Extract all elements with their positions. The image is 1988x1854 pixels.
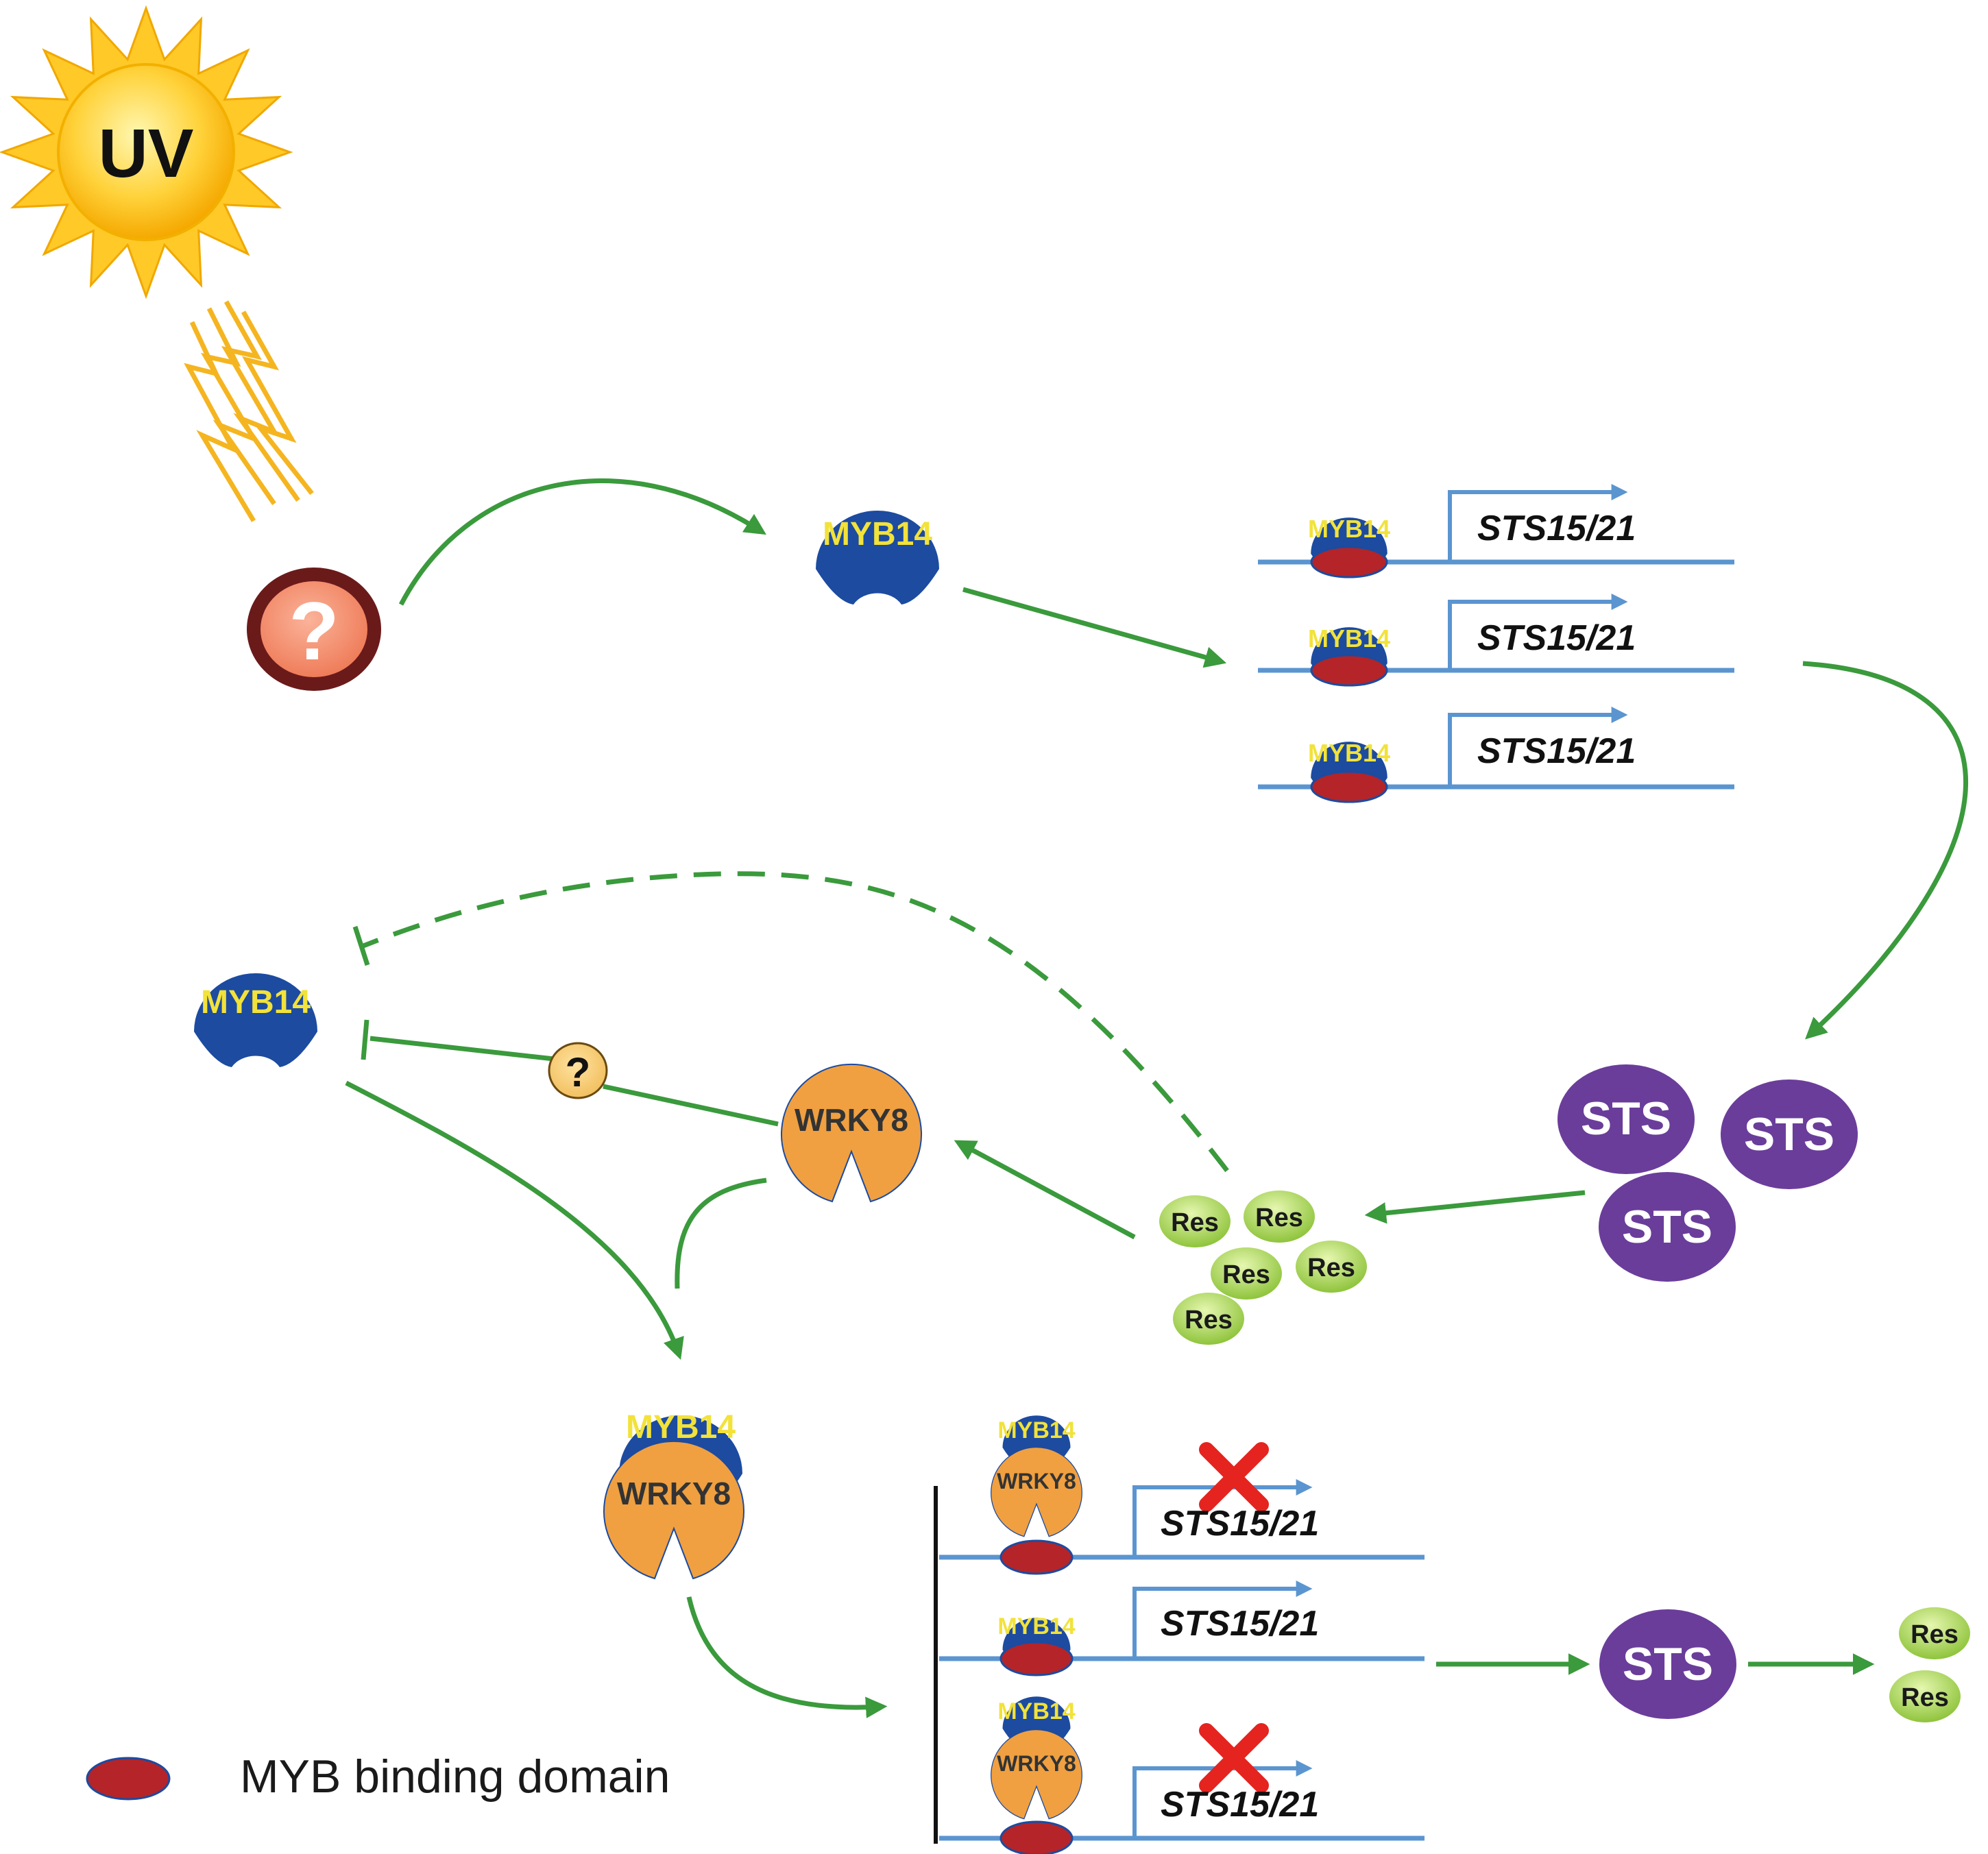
- inhibition-bar-middle: [361, 1019, 369, 1060]
- promoter-row-2-myb14: MYB14: [1308, 624, 1390, 652]
- arrow-res-to-wrky8: [954, 1140, 1136, 1240]
- promoter-row-1: [1258, 484, 1734, 578]
- arrow-myb14-to-promoters: [962, 587, 1227, 668]
- arrow-promoters-to-sts: [1802, 661, 1968, 1040]
- repressed-row-2-myb14: MYB14: [997, 1698, 1075, 1724]
- arrow-wrky8-to-complex: [675, 1178, 767, 1289]
- myb14-label: MYB14: [823, 516, 932, 552]
- repressed-row-1-myb14: MYB14: [997, 1417, 1075, 1443]
- complex-wrky8-label: WRKY8: [617, 1476, 731, 1511]
- sts-enzyme-bottom: [1599, 1609, 1736, 1719]
- legend-binding-domain-swatch: [86, 1757, 171, 1801]
- arrow-complex-to-promoters: [686, 1596, 888, 1718]
- resveratrol-bottom-2: [1889, 1670, 1961, 1722]
- arrow-unknown-to-myb14: [398, 478, 766, 606]
- resveratrol-molecule-4: [1296, 1241, 1367, 1293]
- resveratrol-5-label: Res: [1185, 1306, 1233, 1334]
- resveratrol-molecule-2: [1244, 1191, 1315, 1243]
- repressed-row-2-wrky8: WRKY8: [997, 1751, 1076, 1776]
- repressed-row-1-gene: STS15/21: [1161, 1504, 1319, 1544]
- sts-enzyme-1-label: STS: [1581, 1093, 1671, 1145]
- repressed-row-2-gene: STS15/21: [1161, 1785, 1319, 1825]
- inhibition-wrky8-to-myb14: [369, 1036, 779, 1127]
- unknown-sensor-label: ?: [289, 585, 339, 677]
- arrow-sts-to-res: [1364, 1190, 1586, 1224]
- promoter-row-2-gene: STS15/21: [1477, 618, 1636, 658]
- active-promoter-row: [939, 1581, 1425, 1676]
- active-row-myb14: MYB14: [997, 1613, 1075, 1639]
- sts-enzyme-3-label: STS: [1622, 1201, 1712, 1253]
- wrky8-middle-label: WRKY8: [795, 1102, 908, 1138]
- promoter-row-1-gene: STS15/21: [1477, 509, 1636, 548]
- promoter-row-1-myb14: MYB14: [1308, 515, 1390, 543]
- resveratrol-molecule-1: [1159, 1195, 1231, 1247]
- uv-label: UV: [99, 115, 194, 192]
- sun-icon: [0, 5, 293, 300]
- dashed-inhibition-res-to-myb14: [362, 871, 1229, 1173]
- unknown-sensor-node: [247, 568, 381, 691]
- uv-radiation-icon: [184, 300, 314, 522]
- sts-enzyme-1: [1557, 1064, 1695, 1174]
- resveratrol-3-label: Res: [1222, 1260, 1270, 1289]
- resveratrol-molecule-3: [1211, 1247, 1282, 1300]
- resveratrol-4-label: Res: [1307, 1254, 1355, 1282]
- sts-enzyme-2: [1721, 1080, 1858, 1189]
- resveratrol-2-label: Res: [1255, 1204, 1303, 1232]
- repressed-row-1-wrky8: WRKY8: [997, 1469, 1076, 1493]
- complex-myb14-label: MYB14: [626, 1409, 736, 1446]
- sts-enzyme-2-label: STS: [1744, 1108, 1834, 1160]
- repressed-promoter-row-2: [939, 1696, 1425, 1854]
- resveratrol-bottom-1-label: Res: [1911, 1620, 1959, 1649]
- legend-label: MYB binding domain: [240, 1751, 670, 1803]
- unknown-mediator-label: ?: [566, 1049, 591, 1095]
- promoter-row-3: [1258, 707, 1734, 803]
- myb14-middle-label: MYB14: [201, 984, 311, 1021]
- promoter-row-3-gene: STS15/21: [1477, 731, 1636, 771]
- repressed-promoter-row-1: [939, 1415, 1425, 1575]
- inhibition-bar-top: [352, 925, 370, 966]
- arrow-myb14-to-complex: [345, 1080, 684, 1360]
- sts-enzyme-3: [1599, 1172, 1736, 1282]
- sts-bottom-label: STS: [1623, 1638, 1713, 1690]
- resveratrol-1-label: Res: [1171, 1208, 1219, 1237]
- resveratrol-molecule-5: [1173, 1293, 1244, 1345]
- active-row-gene: STS15/21: [1161, 1604, 1319, 1644]
- unknown-mediator-node: [548, 1042, 608, 1099]
- promoter-row-2: [1258, 594, 1734, 687]
- resveratrol-bottom-2-label: Res: [1901, 1683, 1949, 1712]
- promoter-row-3-myb14: MYB14: [1308, 739, 1390, 767]
- resveratrol-bottom-1: [1899, 1607, 1970, 1659]
